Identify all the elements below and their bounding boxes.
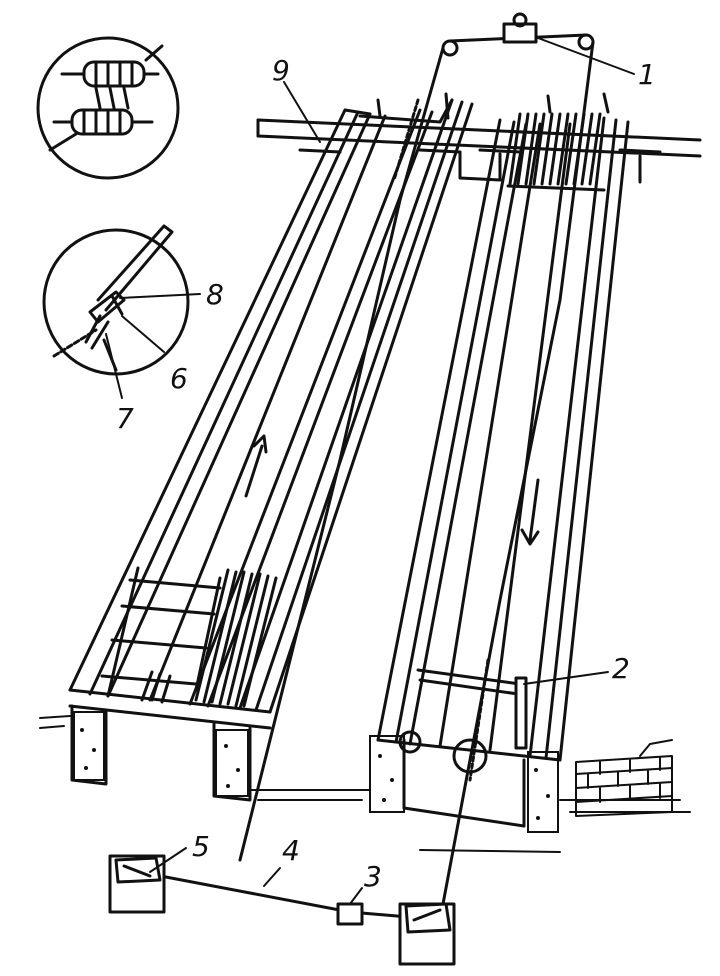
- footings: [73, 711, 559, 833]
- brick-wall: [575, 739, 673, 817]
- callout-labels: 1 2 3 4 5 6 7 8 9: [116, 54, 656, 893]
- label-1: 1: [638, 58, 656, 91]
- bottom-winches: [108, 854, 456, 966]
- label-4: 4: [282, 834, 300, 867]
- label-5: 5: [192, 830, 210, 863]
- label-6: 6: [170, 362, 188, 395]
- pipe-bundle-left: [140, 568, 278, 708]
- label-7: 7: [116, 402, 134, 435]
- label-2: 2: [612, 652, 630, 685]
- leader-lines: [105, 37, 635, 905]
- detail-rollers: [36, 36, 180, 180]
- cable-system: [148, 12, 595, 922]
- left-trough: [68, 92, 474, 802]
- arrow-up-icon: [244, 434, 268, 498]
- label-3: 3: [364, 860, 382, 893]
- label-9: 9: [272, 54, 290, 87]
- ground: [39, 715, 691, 853]
- arrow-down-icon: [520, 478, 540, 546]
- pipe-bundle-right: [506, 92, 610, 192]
- detail-clamp: [42, 224, 190, 376]
- label-8: 8: [206, 278, 224, 311]
- right-trough: [376, 116, 630, 828]
